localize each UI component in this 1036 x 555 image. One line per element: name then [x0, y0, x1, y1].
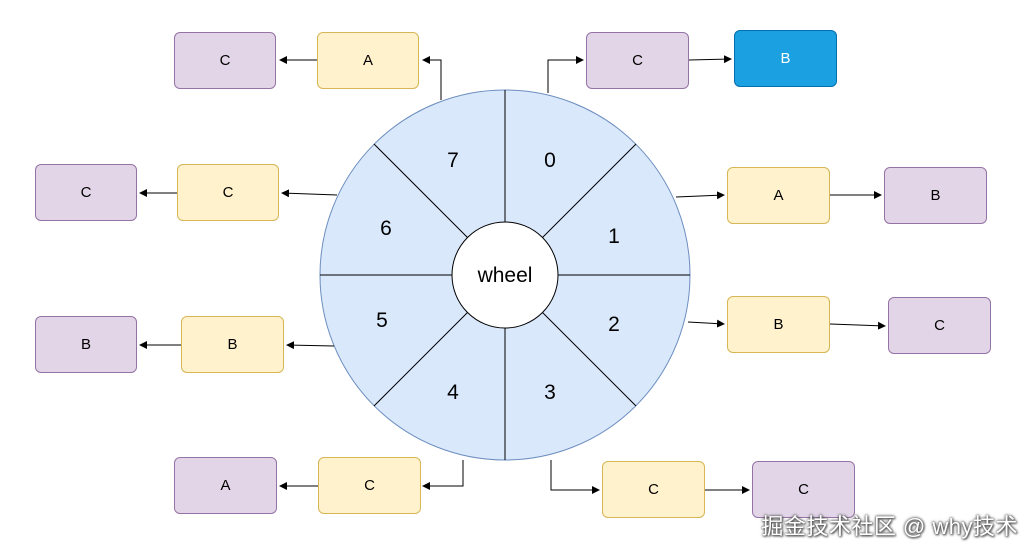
- slot-label-1: 1: [608, 225, 620, 248]
- connectors: [139, 55, 886, 494]
- task-box-slot2: B: [727, 296, 830, 353]
- next-box-slot1: B: [884, 167, 987, 224]
- slot-label-0: 0: [544, 149, 556, 172]
- slot-label-4: 4: [447, 381, 459, 404]
- task-box-slot6: C: [177, 164, 279, 221]
- slot-label-2: 2: [608, 313, 620, 336]
- next-box-slot0: B: [734, 30, 837, 87]
- task-box-slot4: C: [318, 457, 421, 514]
- next-box-slot3: C: [752, 461, 855, 518]
- wheel-spokes: [320, 90, 690, 460]
- next-box-slot5: B: [35, 316, 137, 373]
- slot-label-6: 6: [380, 217, 392, 240]
- watermark-text: 掘金技术社区 @ why技术: [761, 514, 1018, 539]
- wheel-label: wheel: [477, 264, 533, 287]
- next-box-slot6: C: [35, 164, 137, 221]
- task-box-slot3: C: [602, 461, 705, 518]
- slot-label-7: 7: [447, 149, 459, 172]
- next-box-slot7: C: [174, 32, 276, 89]
- task-box-slot7: A: [317, 32, 419, 89]
- wheel-hub: [451, 221, 559, 329]
- next-box-slot2: C: [888, 297, 991, 354]
- next-box-slot4: A: [174, 457, 277, 514]
- slot-label-3: 3: [544, 381, 556, 404]
- slot-label-5: 5: [376, 309, 388, 332]
- task-box-slot1: A: [727, 167, 830, 224]
- task-box-slot5: B: [181, 316, 284, 373]
- task-box-slot0: C: [586, 32, 689, 89]
